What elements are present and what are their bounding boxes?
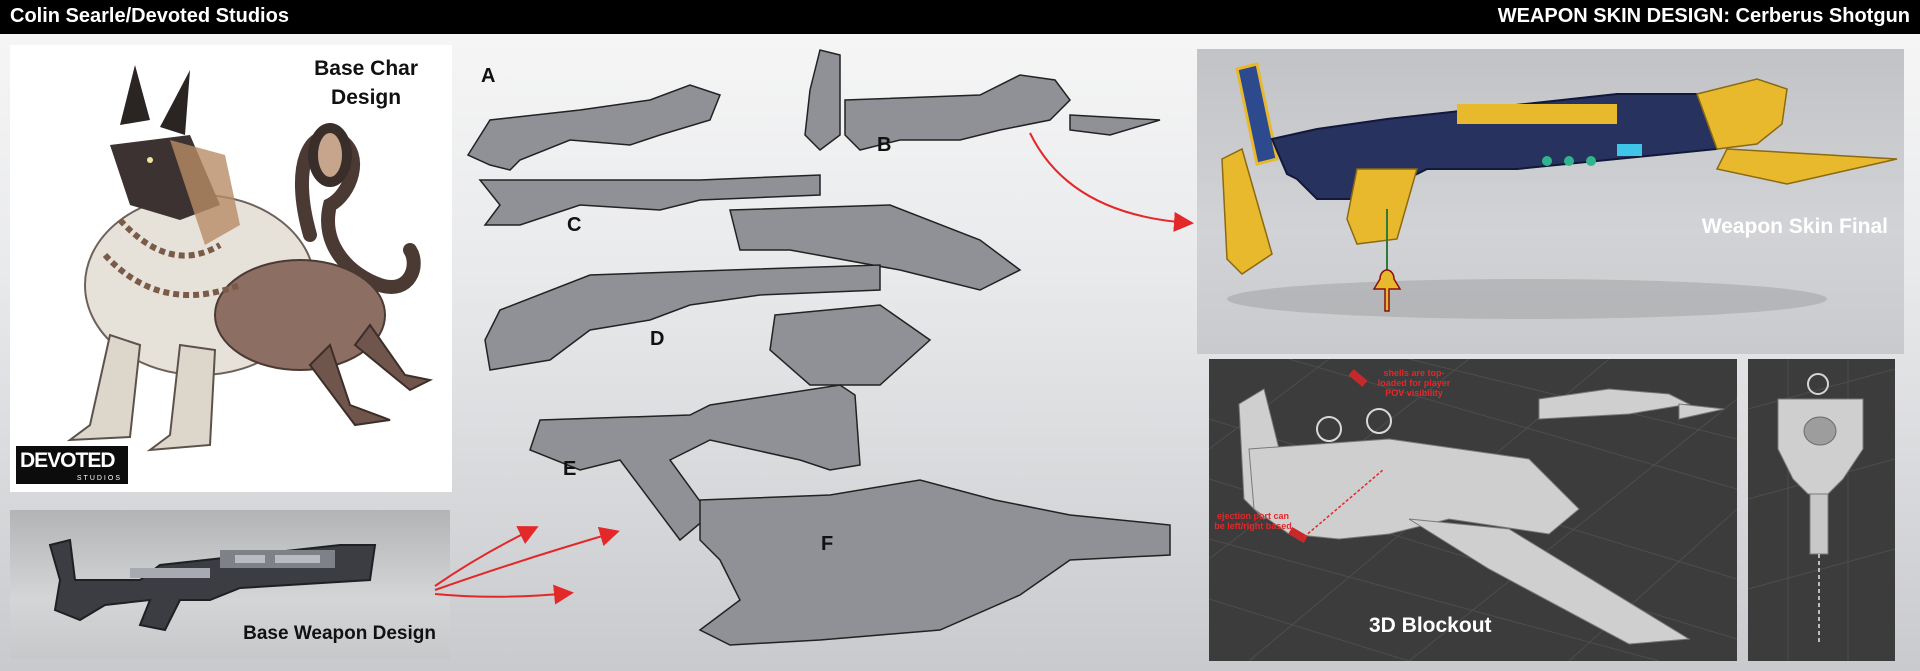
base-weapon-title: Base Weapon Design [243, 623, 436, 644]
sketch-label-b: B [877, 134, 892, 156]
sketch-drawings [466, 49, 1171, 646]
sheet-title: WEAPON SKIN DESIGN: Cerberus Shotgun [1497, 5, 1910, 27]
base-char-title-line1: Base Char [314, 57, 418, 80]
base-weapon-panel: Base Weapon Design [10, 510, 450, 659]
blockout-viewport [1209, 359, 1737, 661]
blockout-front-view-panel [1748, 359, 1895, 661]
3d-blockout-panel: shells are top-loaded for player POV vis… [1209, 359, 1737, 661]
logo-text: DEVOTED [20, 449, 116, 472]
final-title: Weapon Skin Final [1701, 215, 1888, 238]
logo-subtext: STUDIOS [76, 475, 122, 482]
sketch-label-a: A [481, 65, 496, 87]
sketch-label-f: F [821, 533, 834, 555]
anubis-creature-illustration [66, 65, 434, 452]
base-shotgun-render [48, 538, 377, 632]
concept-sketches: A B C D E F [460, 40, 1200, 670]
sketch-a [466, 84, 721, 171]
sketch-f [698, 479, 1171, 646]
front-view-viewport [1748, 359, 1895, 661]
base-char-title: Base Char Design [314, 54, 418, 112]
header-bar: Colin Searle/Devoted Studios WEAPON SKIN… [0, 0, 1920, 34]
blockout-note-bottom: ejection port can be left/right based [1214, 511, 1292, 531]
final-weapon-render [1221, 62, 1898, 319]
base-char-panel: Base Char Design DEVOTED STUDIOS [10, 45, 452, 492]
base-char-title-line2: Design [331, 86, 402, 109]
sketch-e [529, 384, 861, 542]
weapon-skin-final-panel: Weapon Skin Final [1197, 49, 1904, 354]
sketch-c [478, 174, 821, 226]
sketch-b [804, 49, 841, 151]
sketch-label-c: C [567, 214, 582, 236]
sketch-d [484, 264, 881, 371]
blockout-title: 3D Blockout [1369, 614, 1492, 637]
devoted-logo: DEVOTED STUDIOS [16, 446, 128, 484]
sketch-label-d: D [650, 328, 665, 350]
blockout-note-top: shells are top-loaded for player POV vis… [1377, 368, 1451, 398]
artist-credit: Colin Searle/Devoted Studios [10, 5, 289, 27]
sketch-axe-blade [729, 204, 1022, 291]
sketch-label-e: E [563, 458, 577, 480]
